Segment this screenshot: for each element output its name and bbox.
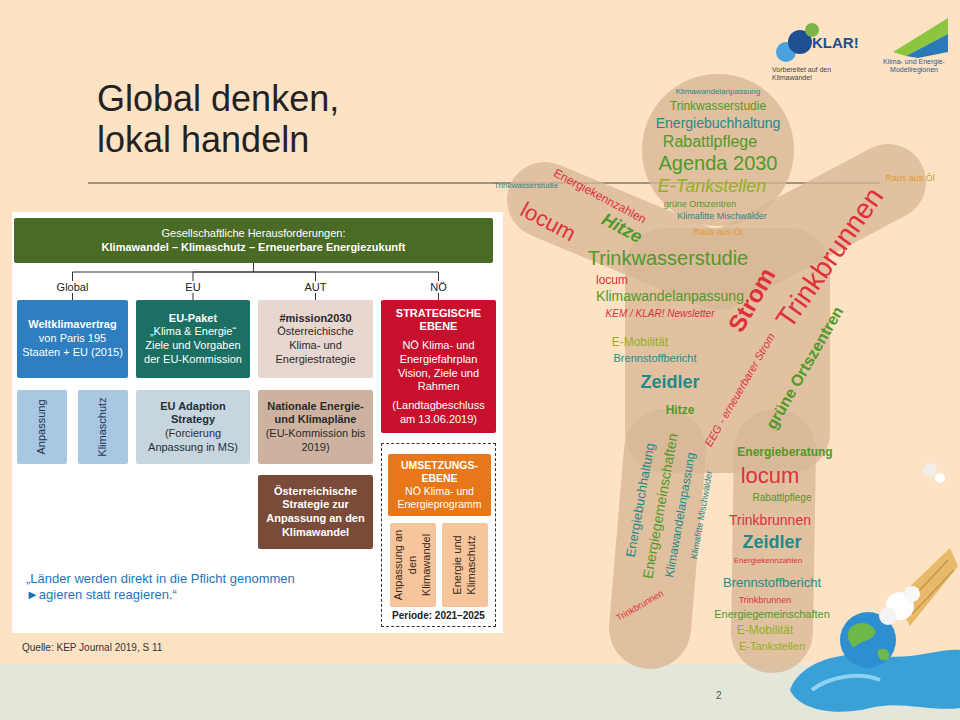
word-cloud-word: Klimawandelanpassung bbox=[676, 88, 761, 96]
eu-box: EU-Paket„Klima & Energie“ Ziele und Vorg… bbox=[136, 300, 250, 378]
box-body: von Paris 195 Staaten + EU (2015) bbox=[21, 332, 124, 360]
word-cloud-word: Energiegemeinschaften bbox=[714, 609, 830, 620]
word-cloud-word: E-Tankstellen bbox=[658, 177, 766, 195]
word-cloud-word: Rabattlpflege bbox=[663, 134, 757, 150]
word-cloud-word: Klimawandelanpassung bbox=[596, 289, 744, 303]
page-number: 2 bbox=[716, 690, 722, 702]
word-cloud-word: Energiekennzahlen bbox=[552, 167, 648, 226]
word-cloud-word: Brennstoffbericht bbox=[614, 353, 697, 364]
column-label: AUT bbox=[301, 281, 331, 293]
mission-box: #mission2030Österreichische Klima- und E… bbox=[258, 300, 373, 378]
box-heading: #mission2030 bbox=[279, 312, 351, 326]
logo-name: Klima- und Energie-Modellregionen bbox=[874, 58, 954, 75]
box-body: „Klima & Energie“ Ziele und Vorgaben der… bbox=[140, 325, 246, 366]
box-heading: Klimaschutz bbox=[96, 394, 110, 460]
box-body: Klimawandel – Klimaschutz – Erneuerbare … bbox=[102, 241, 406, 255]
implementation-box: UMSETZUNGS-EBENENÖ Klima- und Energiepro… bbox=[388, 454, 491, 516]
word-cloud-word: grüne Ortszentren bbox=[763, 304, 846, 432]
word-cloud-word: locum bbox=[517, 199, 579, 246]
box-body: Österreichische Klima- und Energiestrate… bbox=[262, 325, 369, 366]
column-label: NÖ bbox=[426, 281, 451, 293]
word-cloud-word: Energieberatung bbox=[737, 446, 832, 458]
word-cloud-word: Zeidler bbox=[640, 373, 699, 391]
person-limbs bbox=[545, 182, 888, 632]
word-cloud-word: locum bbox=[596, 274, 628, 286]
word-cloud-word: Hitze bbox=[666, 404, 695, 416]
global-box: Weltklimavertragvon Paris 195 Staaten + … bbox=[17, 300, 128, 378]
box-heading: Anpassung an den Klimawandel bbox=[392, 527, 433, 603]
word-cloud-word: Trinkbrunnen bbox=[729, 513, 811, 527]
quote-note: „Länder werden direkt in die Pflicht gen… bbox=[26, 571, 326, 602]
word-cloud-word: Agenda 2030 bbox=[658, 153, 777, 173]
word-cloud-word: Energiebuchhaltung bbox=[656, 116, 781, 130]
nekp-box: Nationale Energie- und Klimapläne(EU-Kom… bbox=[258, 390, 373, 464]
word-cloud-word: Trinkwasserstudie bbox=[494, 182, 558, 190]
word-cloud-word: Raus aus Öl bbox=[885, 174, 935, 183]
box-body: (Forcierung Anpassung in MS) bbox=[140, 427, 246, 455]
diagram-panel bbox=[12, 212, 503, 633]
column-label: EU bbox=[181, 281, 204, 293]
word-cloud-word: locum bbox=[741, 465, 800, 487]
word-cloud-word: E-Mobilität bbox=[737, 624, 794, 636]
period-frame: Periode: 2021–2025 UMSETZUNGS-EBENENÖ Kli… bbox=[381, 443, 496, 627]
strategic-level-box: STRATEGISCHE EBENE NÖ Klima- und Energief… bbox=[381, 300, 496, 433]
logo-tagline: Vorbereitet auf den Klimawandel bbox=[772, 66, 868, 83]
tree-connector bbox=[73, 263, 254, 300]
word-cloud-word: Trinkwasserstudie bbox=[588, 248, 748, 268]
box-body: (EU-Kommission bis 2019) bbox=[262, 427, 369, 455]
column-label: Global bbox=[53, 281, 93, 293]
box-heading: EU-Paket bbox=[169, 312, 217, 326]
box-heading: Nationale Energie- und Klimapläne bbox=[262, 400, 369, 428]
word-cloud-word: KEM / KLAR! Newsletter bbox=[606, 309, 715, 319]
adaptation-box: Anpassung bbox=[17, 390, 67, 464]
box-heading: UMSETZUNGS-EBENE bbox=[392, 459, 487, 485]
box-heading: Anpassung bbox=[35, 394, 49, 460]
eu-adaption-box: EU Adaption Strategy(Forcierung Anpassun… bbox=[136, 390, 250, 464]
word-cloud-word: Raus aus Öl bbox=[693, 228, 743, 237]
word-cloud-word: E-Tankstellen bbox=[739, 641, 805, 652]
word-cloud-word: Rabattlpflege bbox=[753, 493, 812, 503]
box-body: NÖ Klima- und Energiefahrplan Vision, Zi… bbox=[385, 339, 492, 394]
adaptation-pillar: Anpassung an den Klimawandel bbox=[390, 523, 436, 607]
slide-title: Global denken, lokal handeln bbox=[97, 78, 387, 161]
word-cloud-word: Zeidler bbox=[742, 533, 801, 551]
box-heading: STRATEGISCHE EBENE bbox=[385, 307, 492, 335]
word-cloud-word: E-Mobilität bbox=[612, 336, 669, 348]
word-cloud-word: Klimafitte Mischwälder bbox=[690, 470, 714, 560]
word-cloud-word: EEG - erneuerbarer Strom bbox=[703, 331, 777, 448]
box-heading: Österreichische Strategie zur Anpassung … bbox=[262, 485, 369, 540]
energy-pillar: Energie und Klimaschutz bbox=[442, 523, 488, 607]
word-cloud-word: Trinkbrunnen bbox=[615, 589, 665, 623]
word-cloud-word: Klimafitte Mischwälder bbox=[677, 212, 767, 221]
box-body: NÖ Klima- und Energieprogramm bbox=[392, 485, 487, 511]
word-cloud-word: grüne Ortszentren bbox=[664, 200, 737, 209]
box-heading: Weltklimavertrag bbox=[28, 318, 116, 332]
word-cloud-word: Trinkwasserstudie bbox=[670, 100, 766, 112]
word-cloud-word: Brennstoffbericht bbox=[723, 576, 821, 589]
logo-name: KLAR! bbox=[812, 34, 859, 52]
word-cloud-word: Trinkbrunnen bbox=[739, 596, 792, 605]
kem-logo bbox=[893, 18, 948, 58]
challenge-header: Gesellschaftliche Herausforderungen:Klim… bbox=[14, 218, 493, 263]
box-heading: Periode: 2021–2025 bbox=[382, 610, 495, 623]
box-heading: EU Adaption Strategy bbox=[140, 400, 246, 428]
adaptation-strategy-box: Österreichische Strategie zur Anpassung … bbox=[258, 475, 373, 549]
source-note: Quelle: KEP Journal 2019, S 11 bbox=[22, 642, 162, 654]
box-body: (Landtagbeschluss am 13.06.2019) bbox=[385, 399, 492, 427]
word-cloud-word: Energiekennzahlen bbox=[734, 557, 803, 565]
box-heading: Energie und Klimaschutz bbox=[451, 527, 479, 603]
tree-connector bbox=[254, 263, 439, 300]
mitigation-box: Klimaschutz bbox=[78, 390, 128, 464]
box-heading: Gesellschaftliche Herausforderungen: bbox=[161, 227, 345, 241]
